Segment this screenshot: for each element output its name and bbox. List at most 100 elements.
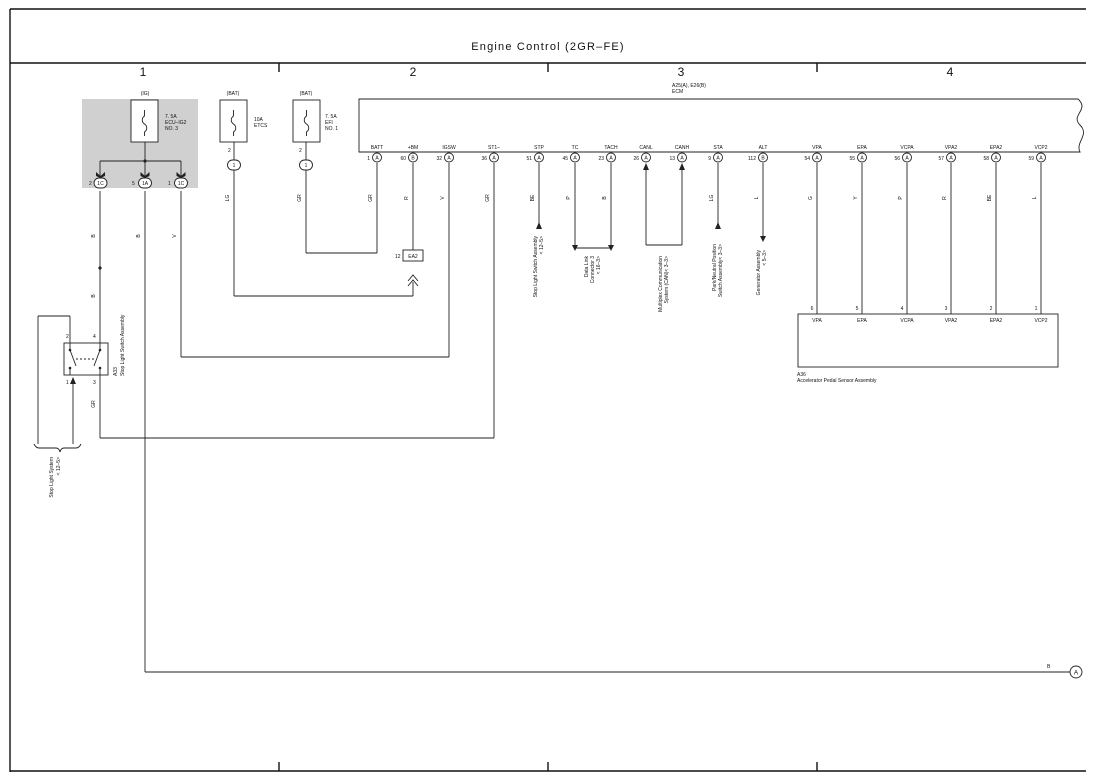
- ecm-terminal-pin: 23: [598, 156, 604, 162]
- arrow-up-icon: [536, 222, 542, 229]
- ecm-terminal-conn: A: [573, 156, 577, 162]
- svg-text:< 12–5>: < 12–5>: [539, 236, 545, 254]
- arrow-up-icon: [643, 163, 649, 170]
- ref-dlc3: Data Link: [584, 256, 590, 278]
- page-title: Engine Control (2GR–FE): [471, 41, 625, 53]
- wire-color: LG: [225, 195, 231, 202]
- svg-text:10A: 10A: [254, 117, 264, 123]
- ecm-label: A25(A), E26(B): [672, 83, 706, 89]
- ecm-label: ECM: [672, 89, 683, 95]
- connector-marker: [444, 152, 454, 163]
- svg-text:A36: A36: [797, 372, 806, 378]
- svg-text:(IG): (IG): [141, 91, 150, 97]
- ecm-terminal-conn: A: [994, 156, 998, 162]
- connector-1: 1: [299, 159, 313, 171]
- ecm-terminal-conn: A: [905, 156, 909, 162]
- svg-text:(BAT): (BAT): [300, 91, 313, 97]
- connector-1: 1: [227, 159, 241, 171]
- ref-generator: Generator Assembly: [756, 250, 762, 296]
- ecm-terminal-pin: 59: [1028, 156, 1034, 162]
- connector-marker: [641, 152, 651, 163]
- ecm-terminal-conn: B: [411, 156, 415, 162]
- ecm-terminal-name: VPA2: [945, 145, 958, 151]
- ecm-terminal-pin: 58: [983, 156, 989, 162]
- ecm-terminal-name: TC: [572, 145, 579, 151]
- ecm-terminal-name: TACH: [604, 145, 618, 151]
- svg-text:< 16–3>: < 16–3>: [596, 256, 602, 274]
- connector-marker: [606, 152, 616, 163]
- svg-text:System (CAN)< 3–3>: System (CAN)< 3–3>: [664, 256, 670, 304]
- svg-text:ETCS: ETCS: [254, 123, 268, 129]
- ecm-terminal-name: CANH: [675, 145, 690, 151]
- svg-text:1: 1: [66, 380, 69, 386]
- svg-text:7. 5A: 7. 5A: [165, 114, 177, 120]
- sensor-pin: 6: [811, 306, 814, 312]
- wire-color: BE: [530, 194, 536, 201]
- ecm-terminal-conn: A: [609, 156, 613, 162]
- wire-color: R: [404, 196, 410, 200]
- ecm-terminal-conn: A: [644, 156, 648, 162]
- ecm-terminal-name: VCPA: [900, 145, 914, 151]
- wire-color: GR: [368, 194, 374, 202]
- wire-color: L: [754, 196, 760, 199]
- column-number: 1: [140, 65, 147, 79]
- sensor-pin: 5: [856, 306, 859, 312]
- ecm-terminal-name: IGSW: [442, 145, 456, 151]
- ref-mpx: Multiplex Communication: [658, 256, 664, 312]
- wire-color: B: [1047, 664, 1051, 670]
- connector-marker: [812, 152, 822, 163]
- connector-marker: [1036, 152, 1046, 163]
- svg-text:1C: 1C: [178, 181, 185, 187]
- connector-marker: [713, 152, 723, 163]
- svg-text:1: 1: [233, 163, 236, 169]
- reference-labels: Stop Light Switch Assembly < 12–5> Data …: [49, 236, 768, 498]
- ecm-terminal-conn: A: [860, 156, 864, 162]
- svg-text:4: 4: [93, 334, 96, 340]
- ecm-terminal-conn: A: [949, 156, 953, 162]
- fuse-ecu-ig2: (IG) 7. 5A ECU–IG2 NO. 3: [130, 91, 187, 143]
- ecm-terminal-conn: A: [447, 156, 451, 162]
- ecm-terminal-pin: 36: [481, 156, 487, 162]
- wire-color: B: [91, 234, 97, 238]
- connector-marker: [489, 152, 499, 163]
- wire-color: B: [91, 294, 97, 298]
- pin-number: 2: [89, 181, 92, 187]
- connector-marker: [570, 152, 580, 163]
- connector-marker: [372, 152, 382, 163]
- ecm-terminal-name: EPA: [857, 145, 867, 151]
- connector-marker: [991, 152, 1001, 163]
- ecm-terminal-pin: 56: [894, 156, 900, 162]
- ecm-terminal-conn: A: [680, 156, 684, 162]
- arrow-down-icon: [760, 236, 766, 242]
- svg-text:NO. 1: NO. 1: [325, 126, 338, 132]
- ecm-terminal-conn: A: [716, 156, 720, 162]
- connector-marker: [408, 152, 418, 163]
- ecm-terminal-pin: 55: [849, 156, 855, 162]
- arrow-up-icon: [70, 377, 76, 384]
- wire-color: GR: [297, 194, 303, 202]
- fuse-etcs: (BAT) 10A ETCS: [219, 91, 268, 143]
- connector-1a: 1A: [138, 172, 152, 189]
- svg-text:Accelerator Pedal Sensor Assem: Accelerator Pedal Sensor Assembly: [797, 378, 877, 384]
- ecm-terminal-pin: 32: [436, 156, 442, 162]
- connector-marker: [677, 152, 687, 163]
- ecm-terminal-pin: 45: [562, 156, 568, 162]
- pin-number: 5: [132, 181, 135, 187]
- chevron-connector-icon: [407, 274, 419, 287]
- sensor-terminal: VCPA: [900, 318, 914, 324]
- junction-dot: [143, 159, 147, 163]
- stop-light-switch: 2 4 1 3 A33 Stop Light Switch Assembly: [63, 314, 126, 386]
- wire-color: V: [172, 234, 178, 238]
- connector-ea2: 12 EA2: [395, 249, 424, 262]
- wire-color: P: [898, 196, 904, 200]
